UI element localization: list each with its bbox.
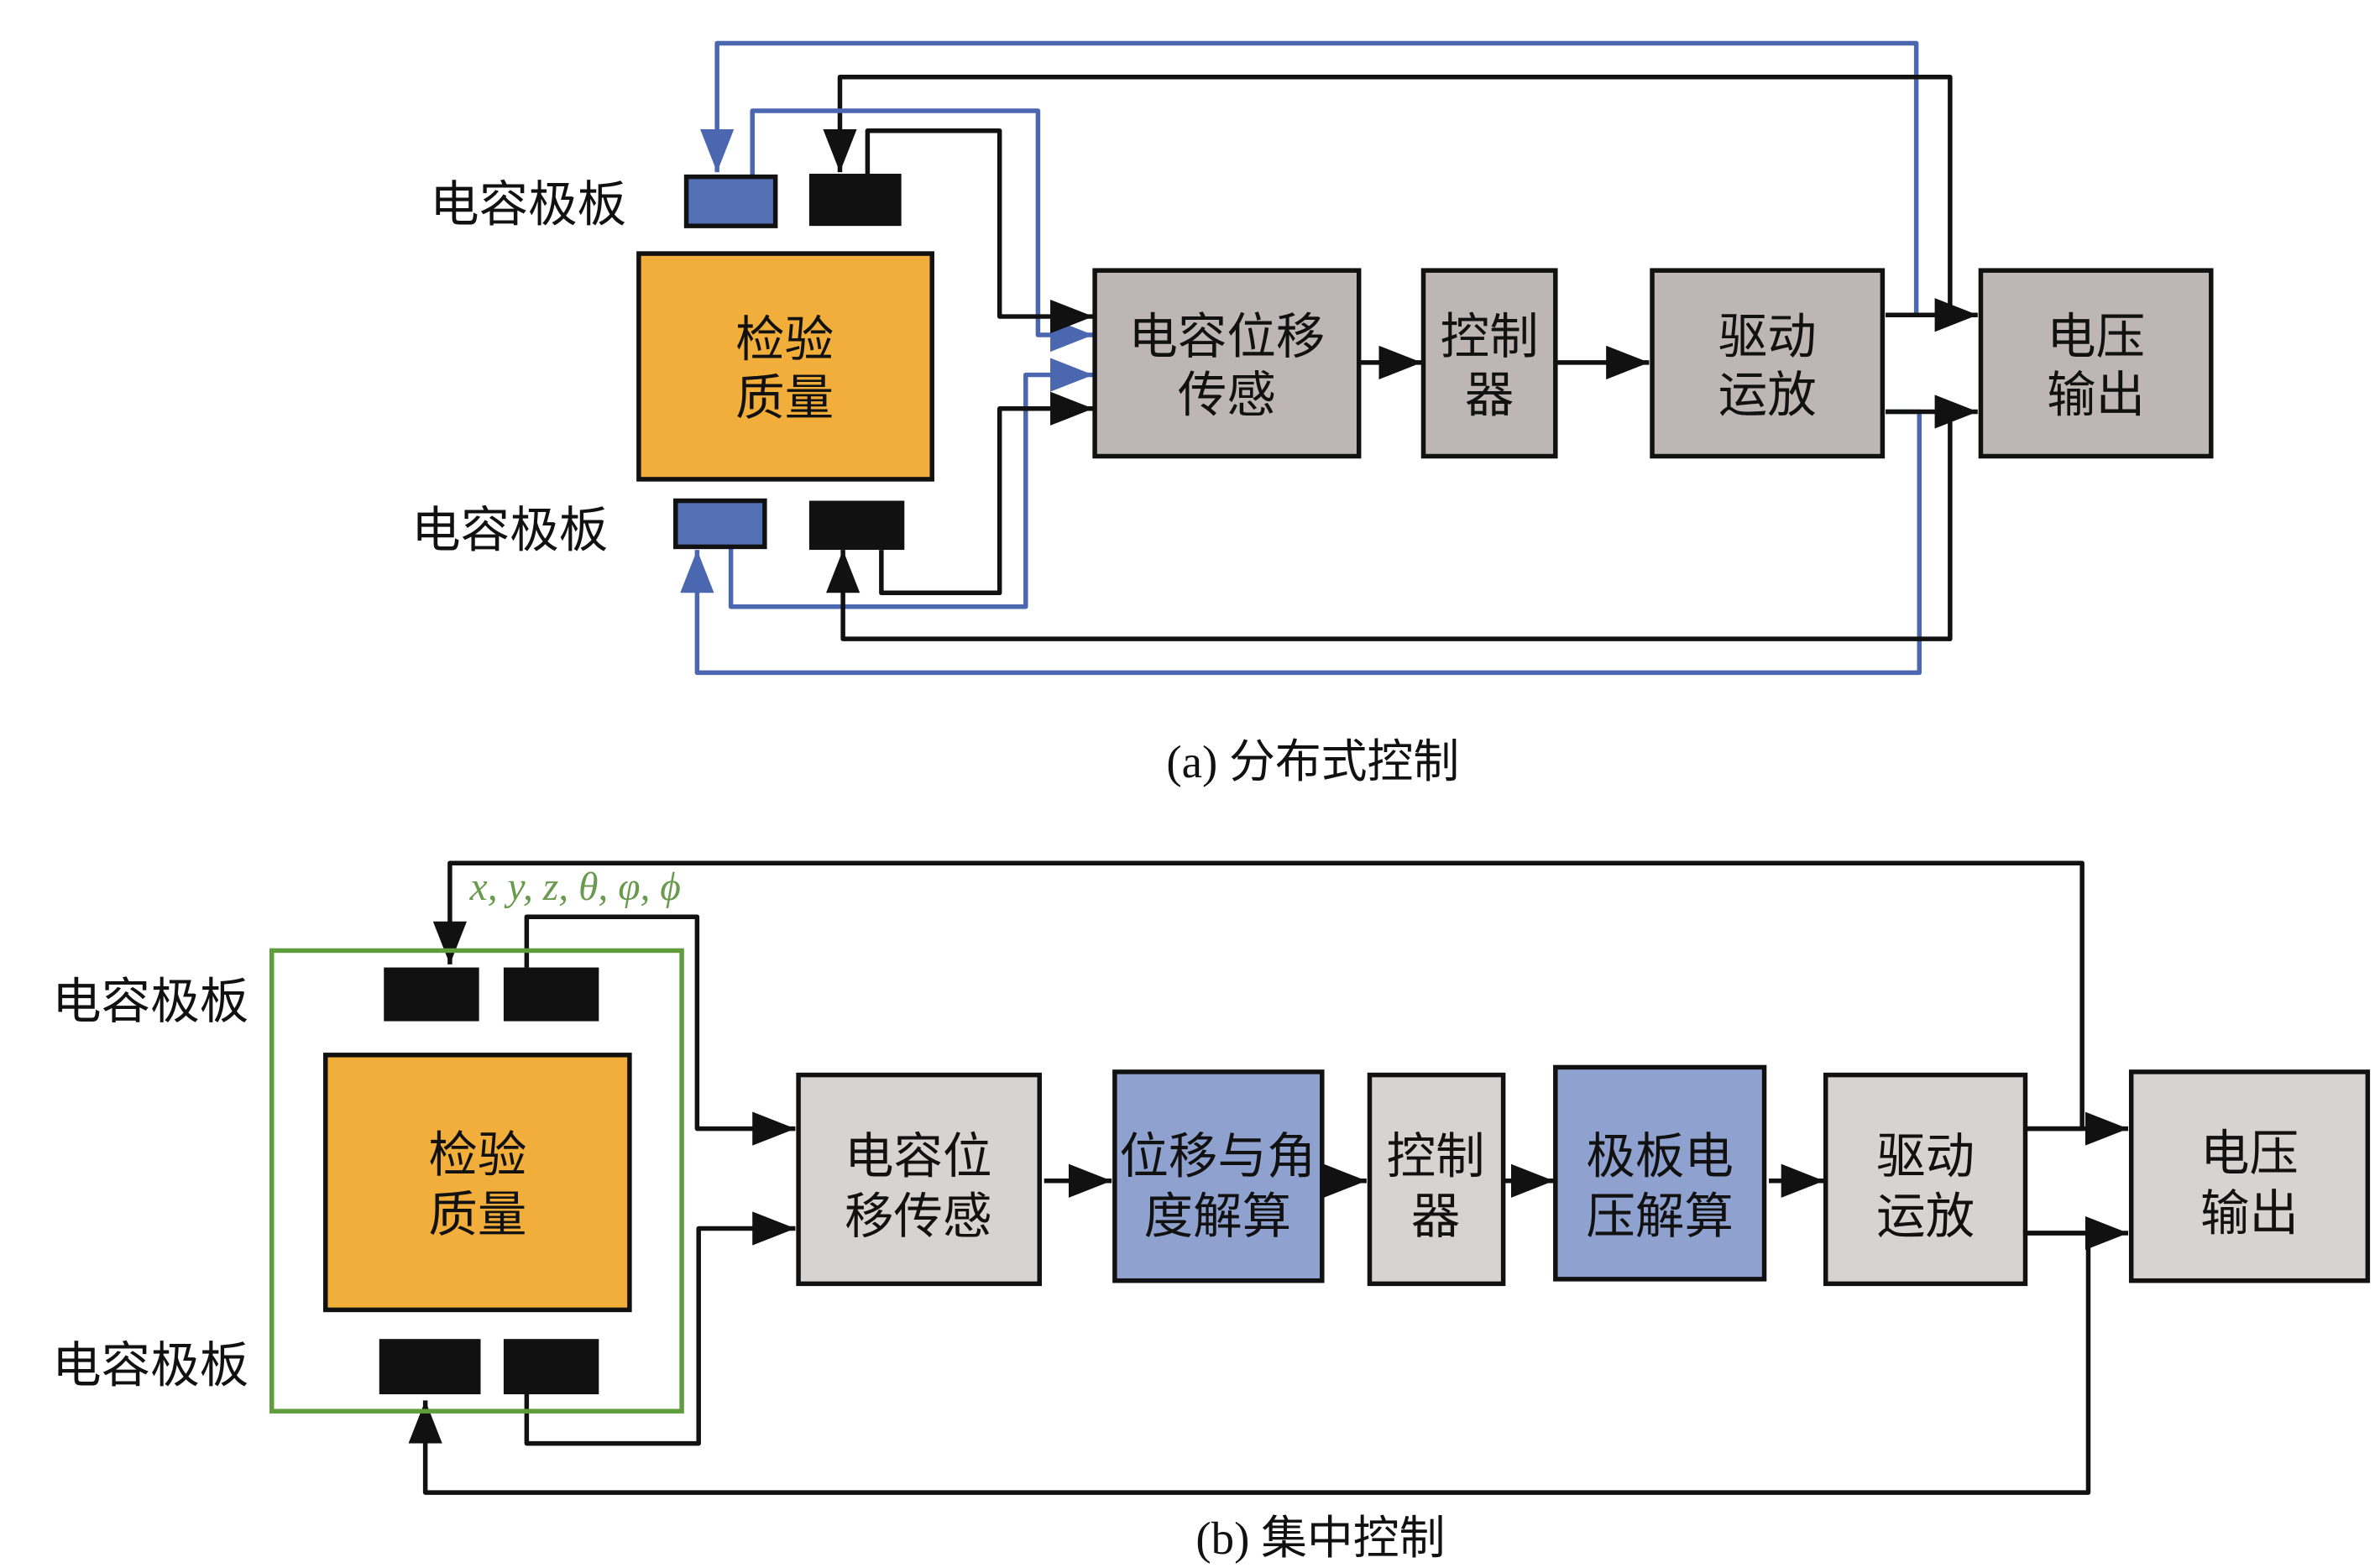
solver2-label-2: 压解算 xyxy=(1586,1188,1734,1245)
proof-mass-label-1: 检验 xyxy=(428,1126,526,1184)
plate-bottom-right xyxy=(808,500,905,551)
driver-box xyxy=(1650,268,1886,459)
sensor-label-1: 电容位 xyxy=(845,1128,992,1185)
caption-b: (b) 集中控制 xyxy=(1195,1513,1445,1564)
proof-mass-label-2: 质量 xyxy=(735,369,834,426)
wire-blue-bottom-sense xyxy=(728,358,1094,609)
controller-label-1: 控制 xyxy=(1441,308,1539,365)
controller-label-1: 控制 xyxy=(1387,1128,1485,1185)
driver-label-2: 运放 xyxy=(1718,366,1817,423)
sensor-label-2: 移传感 xyxy=(845,1188,992,1245)
plate-label-top: 电容极板 xyxy=(52,973,248,1030)
output-box xyxy=(1978,268,2214,459)
solver2-label-1: 极板电 xyxy=(1586,1128,1734,1185)
plate-voltage-solver-box xyxy=(1553,1064,1767,1282)
wire-black-bottom-feedback xyxy=(826,411,1953,641)
proof-mass-box xyxy=(636,251,934,482)
plate-top-right xyxy=(503,967,599,1022)
controller-label-2: 器 xyxy=(1465,366,1514,423)
driver-label-1: 驱动 xyxy=(1876,1128,1975,1185)
sensor-label-1: 电容位移 xyxy=(1128,308,1325,365)
proof-mass-label-1: 检验 xyxy=(735,311,834,368)
plate-bottom-left xyxy=(673,498,767,550)
state-variables: x, y, z, θ, φ, ϕ xyxy=(469,865,681,909)
plate-bottom-right xyxy=(503,1339,599,1395)
driver-label-2: 运放 xyxy=(1876,1188,1975,1245)
plate-top-left xyxy=(683,174,778,228)
controller-box xyxy=(1420,268,1558,459)
plate-label-top: 电容极板 xyxy=(430,176,626,233)
caption-a: (a) 分布式控制 xyxy=(1166,736,1459,787)
plate-top-right xyxy=(808,173,902,227)
wire-black-top-sense xyxy=(865,128,1094,334)
plate-label-bottom: 电容极板 xyxy=(411,501,608,558)
panel-b: x, y, z, θ, φ, ϕ 电容极板 电容极板 检验 质量 电容位 移传感… xyxy=(52,860,2371,1564)
plate-top-left xyxy=(384,967,479,1022)
output-label-1: 电压 xyxy=(2047,308,2145,365)
sensor-label-2: 传感 xyxy=(1178,366,1276,423)
wire-black-bottom-sense xyxy=(879,391,1094,596)
controller-box xyxy=(1367,1072,1506,1287)
driver-label-1: 驱动 xyxy=(1718,308,1817,365)
displacement-angle-solver-box xyxy=(1112,1069,1325,1283)
proof-mass-label-2: 质量 xyxy=(428,1186,526,1243)
controller-label-2: 器 xyxy=(1411,1188,1461,1245)
plate-bottom-left xyxy=(379,1339,481,1395)
sensor-box xyxy=(796,1072,1042,1287)
sensor-box xyxy=(1092,268,1362,459)
plate-label-bottom: 电容极板 xyxy=(52,1336,248,1393)
wire-blue-top-sense xyxy=(750,108,1094,353)
output-label-2: 输出 xyxy=(2047,366,2145,423)
solver1-label-2: 度解算 xyxy=(1144,1188,1292,1245)
proof-mass-box xyxy=(323,1053,632,1313)
mems-frame xyxy=(269,948,684,1414)
output-label-1: 电压 xyxy=(2200,1125,2299,1182)
driver-box xyxy=(1823,1072,2028,1287)
wire-top-sense xyxy=(524,914,796,1146)
panel-a: 电容极板 电容极板 检验 质量 电容位移 传感 控制 器 驱动 运放 电压 输出… xyxy=(411,40,2214,787)
solver1-label-1: 位移与角 xyxy=(1119,1128,1316,1185)
output-box xyxy=(2128,1069,2371,1283)
output-label-2: 输出 xyxy=(2200,1184,2299,1241)
wire-bottom-sense xyxy=(524,1211,796,1446)
